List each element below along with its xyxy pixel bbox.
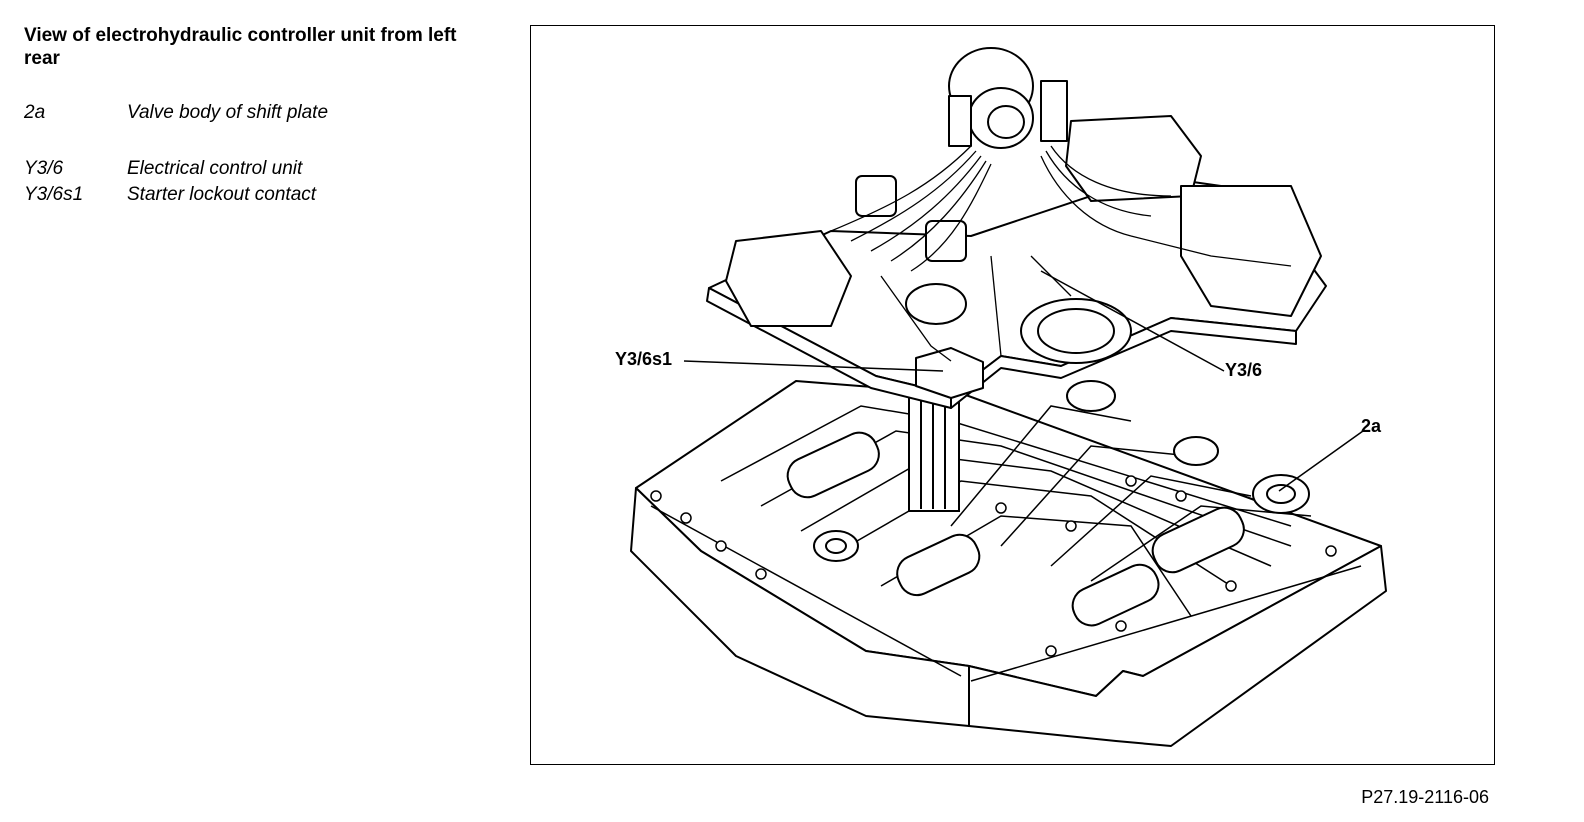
callout-y36: Y3/6: [1225, 360, 1263, 380]
legend-desc: Starter lockout contact: [127, 184, 317, 205]
legend-code: Y3/6: [24, 158, 64, 179]
legend-code: 2a: [24, 102, 46, 123]
legend-desc: Valve body of shift plate: [127, 102, 329, 123]
diagram-frame: Y3/6s1 Y3/6 2a: [530, 25, 1495, 765]
controller-unit-illustration: [630, 47, 1387, 747]
callout-y36s1: Y3/6s1: [615, 349, 673, 369]
legend-desc: Electrical control unit: [127, 158, 303, 179]
page-title: View of electrohydraulic controller unit…: [24, 25, 457, 69]
leader-y36s1: [683, 360, 944, 372]
valve-body-side-right: [968, 545, 1387, 747]
starter-lockout-contact: [915, 347, 984, 399]
callout-2a: 2a: [1361, 416, 1382, 436]
leader-2a: [1278, 430, 1364, 492]
legend-code: Y3/6s1: [24, 184, 84, 205]
figure-id: P27.19-2116-06: [1361, 787, 1489, 807]
leader-y36: [1040, 270, 1225, 372]
